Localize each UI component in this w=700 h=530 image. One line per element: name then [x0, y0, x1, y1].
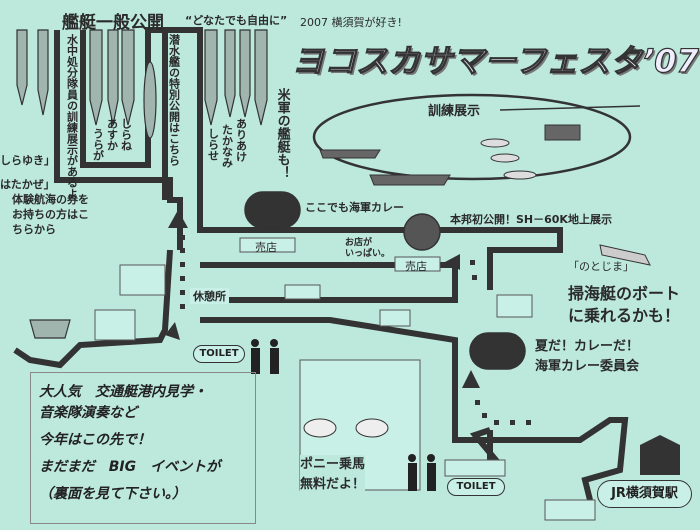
curry-pot-icon [244, 191, 301, 229]
ship-name: うらが [91, 128, 105, 161]
arrow-left-icon [445, 254, 460, 270]
ship-name: しらゆき」 [0, 154, 55, 167]
curry-committee-note: 夏だ！カレーだ！ 海軍カレー委員会 [535, 337, 639, 377]
toilet-label: TOILET [447, 478, 505, 496]
cruise-note-line: 体験航海の券を [12, 193, 89, 206]
notojima-label: 「のとじま」 [568, 260, 634, 273]
ship-icon [37, 29, 49, 116]
roads [13, 27, 629, 501]
boat-notojima-icon [599, 244, 651, 266]
arrow-up-icon [168, 210, 188, 228]
curry-pot-icon [469, 332, 526, 370]
road-left [54, 30, 183, 250]
ship-name: しらね [119, 118, 133, 151]
curry-pots [244, 191, 526, 370]
station-label: JR横須賀駅 [597, 480, 692, 508]
ship-display-title: 艦艇一般公開 [62, 13, 164, 33]
curry-plate-icon [403, 213, 441, 251]
page-title: ヨコスカサマーフェスタ’07 [291, 41, 699, 80]
curry-note-line: 海軍カレー委員会 [535, 359, 640, 374]
ship-name: しらせ [206, 128, 220, 161]
ship-icon [254, 29, 268, 126]
boat-icon [490, 153, 520, 163]
pony-note: ポニー乗馬 無料だよ！ [300, 455, 366, 495]
people-icons [251, 339, 436, 491]
boat-note-line: 掃海艇のボート [568, 284, 681, 303]
road-middle [200, 262, 458, 303]
ship-name: ありあけ [234, 118, 248, 162]
ship-icon [107, 29, 119, 126]
curry-note-line: 夏だ！カレーだ！ [535, 339, 640, 354]
training-area [312, 93, 632, 181]
dotted-paths [180, 235, 531, 425]
cruise-note-line: お持ちの方はこ [12, 208, 89, 221]
cruise-note: 体験航海の券を お持ちの方はこ ちらから [12, 192, 89, 237]
ship-icon [239, 29, 251, 118]
training-vessels [319, 105, 651, 266]
ship-icon [319, 149, 381, 159]
toilet-label: TOILET [193, 345, 245, 363]
header-tagline: 2007 横須賀が好き! [300, 16, 402, 29]
rotor [499, 105, 641, 111]
station-building-icon [640, 435, 680, 475]
rest-area-label: 休憩所 [190, 288, 229, 304]
ship-name: はたかぜ」 [0, 178, 55, 191]
notice-line: （裏面を見て下さい。） [39, 486, 186, 502]
shops-many-label: お店が いっぱい。 [345, 238, 390, 260]
arrow-up-icon-2 [462, 370, 480, 388]
heli-display-label: 本邦初公開！SH－60K地上展示 [450, 213, 612, 226]
shops-line: いっぱい。 [345, 249, 391, 259]
training-label: 訓練展示 [428, 104, 481, 119]
ship-icon [121, 29, 135, 126]
diver-note: 水中処分隊員の訓練展示があるよ [65, 34, 79, 199]
submarine-note[interactable]: 潜水艦の特別公開はこちら [167, 34, 181, 166]
shop-label: 売店 [255, 241, 277, 254]
ship-display-subtitle: “どなたでも自由に” [185, 14, 288, 27]
ship-icon [29, 319, 71, 339]
ship-icon [224, 29, 236, 118]
boat-note-line: に乗れるかも！ [568, 306, 681, 325]
us-ships-note: 米軍の艦艇も！ [274, 88, 290, 179]
curry-label: ここでも海軍カレー [305, 201, 404, 214]
notice-line: まだまだ BIG イベントが [39, 459, 221, 475]
ships [16, 29, 268, 339]
road-lower-left [13, 249, 173, 369]
notice-line: 音楽隊演奏など [39, 405, 137, 421]
submarine-icon [143, 61, 157, 139]
shops-line: お店が [345, 238, 373, 248]
pony-icons [303, 418, 389, 438]
ship-icon [16, 29, 28, 106]
notice-line: 今年はこの先で！ [39, 432, 151, 448]
cruise-note-line: ちらから [12, 223, 56, 236]
ship-name: あすか [105, 118, 119, 151]
pony-note-line: ポニー乗馬 [300, 457, 366, 472]
boat-icon [480, 138, 510, 148]
boat-note: 掃海艇のボート に乗れるかも！ [568, 283, 680, 327]
ship-icon [369, 174, 451, 186]
notice-line: 大人気 交通艇港内見学・ [39, 384, 207, 400]
ship-icon [204, 29, 218, 126]
helicopter-icon [544, 124, 581, 141]
notice-box: 大人気 交通艇港内見学・ 音楽隊演奏など 今年はこの先で！ まだまだ BIG イ… [30, 372, 256, 524]
arrows [165, 210, 480, 388]
arrow-down-icon [165, 322, 180, 340]
shop-label: 売店 [405, 260, 427, 273]
boat-icon [503, 170, 537, 180]
road-upper [168, 27, 563, 290]
road-right [200, 317, 629, 501]
ship-name: たかなみ [220, 124, 234, 168]
ship-icon [89, 29, 103, 126]
pony-note-line: 無料だよ！ [300, 477, 366, 492]
